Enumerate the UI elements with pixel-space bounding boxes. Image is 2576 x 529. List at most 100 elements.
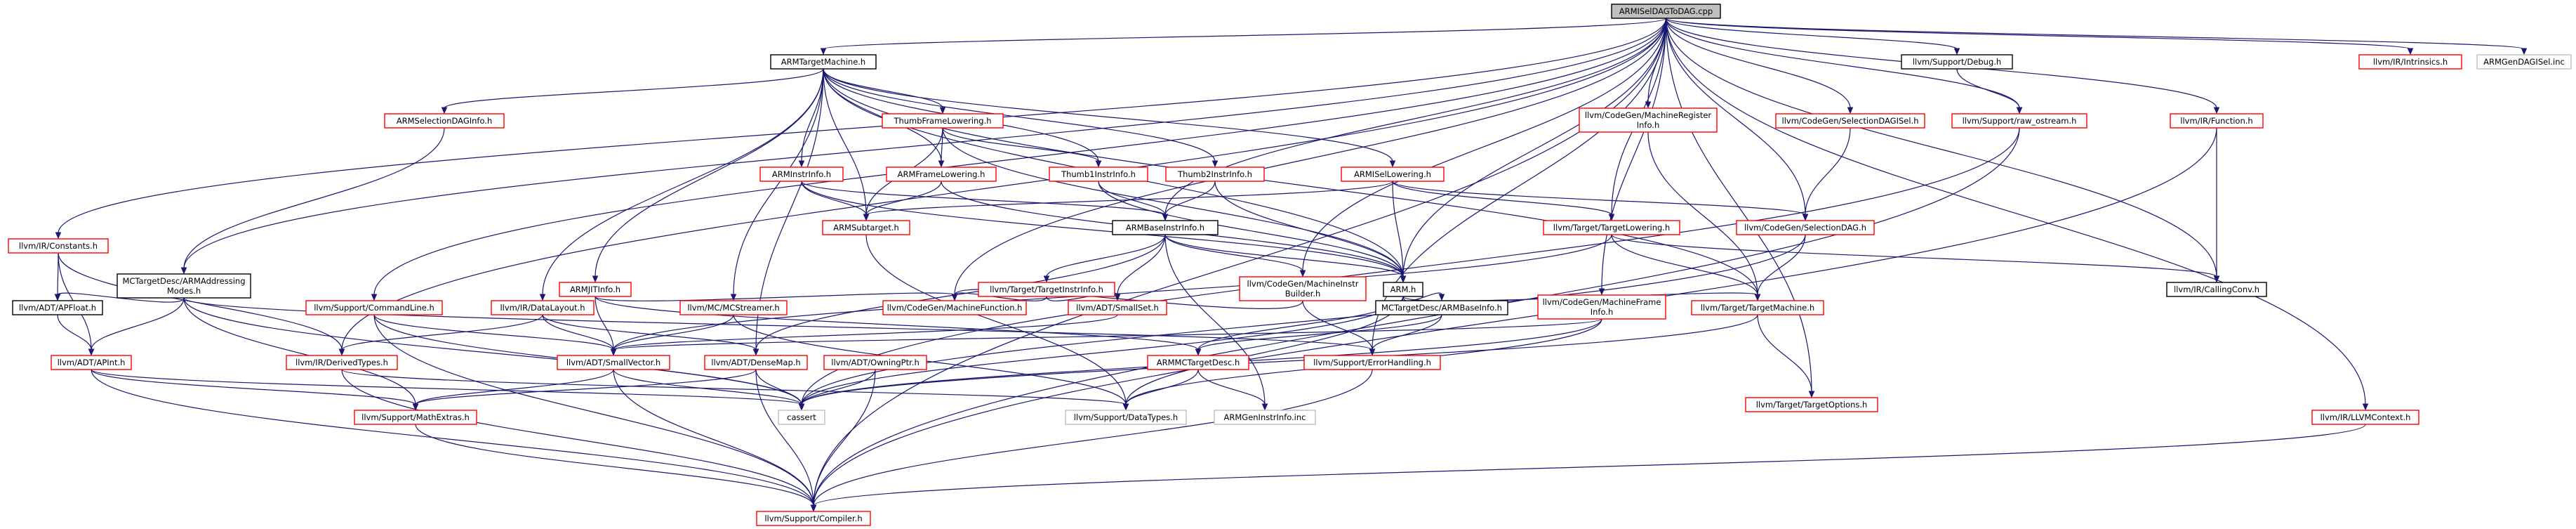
- node-label: llvm/ADT/APInt.h: [58, 358, 126, 367]
- node-llvm-ir-derivedtypes-h[interactable]: llvm/IR/DerivedTypes.h: [286, 355, 398, 370]
- node-label: ARMTargetMachine.h: [781, 57, 865, 67]
- node-llvm-target-targetinstrinfo-h[interactable]: llvm/Target/TargetInstrInfo.h: [978, 282, 1115, 297]
- node-llvm-ir-function-h[interactable]: llvm/IR/Function.h: [2170, 113, 2264, 129]
- edge-mcstreamer-to-smallvector: [610, 314, 734, 356]
- node-llvm-adt-apint-h[interactable]: llvm/ADT/APInt.h: [51, 355, 132, 370]
- edge-mibuilder-to-cgmf: [951, 289, 1303, 309]
- edge-arrowhead: [1043, 275, 1050, 283]
- node-mctargetdesc-armbaseinfo-h[interactable]: MCTargetDesc/ARMBaseInfo.h: [1375, 300, 1508, 315]
- node-label: llvm/CodeGen/SelectionDAGISel.h: [1782, 116, 1919, 126]
- node-arm-h[interactable]: ARM.h: [1383, 282, 1423, 297]
- node-box: [1383, 282, 1423, 297]
- node-llvm-support-debug-h[interactable]: llvm/Support/Debug.h: [1901, 54, 2013, 70]
- node-box: [823, 355, 927, 370]
- node-llvm-mc-mcstreamer-h[interactable]: llvm/MC/MCStreamer.h: [679, 300, 788, 315]
- node-armframelowering-h[interactable]: ARMFrameLowering.h: [886, 166, 997, 182]
- edge-datalayout-to-derivedtypes: [338, 314, 543, 356]
- edge-root-to-intrin: [1665, 18, 2414, 55]
- node-label: llvm/Target/TargetLowering.h: [1553, 223, 1670, 233]
- edge-root-to-cgseldagisel: [1665, 18, 1854, 115]
- node-label: llvm/Target/TargetInstrInfo.h: [990, 285, 1103, 294]
- node-llvm-codegen-selectiondag-h[interactable]: llvm/CodeGen/SelectionDAG.h: [1736, 220, 1875, 235]
- node-box: [882, 300, 1027, 315]
- node-llvm-codegen-machinefunction-h[interactable]: llvm/CodeGen/MachineFunction.h: [882, 300, 1027, 315]
- node-box: [1537, 294, 1666, 320]
- node-llvm-support-raw-ostream-h[interactable]: llvm/Support/raw_ostream.h: [1951, 113, 2087, 129]
- node-llvm-adt-smallset-h[interactable]: llvm/ADT/SmallSet.h: [1068, 300, 1167, 315]
- edge-arminstrinfo-to-armsubtarget: [801, 181, 870, 221]
- edge-arrowhead: [1808, 391, 1815, 398]
- node-label: llvm/Support/Debug.h: [1913, 57, 2001, 67]
- node-llvm-adt-smallvector-h[interactable]: llvm/ADT/SmallVector.h: [557, 355, 670, 370]
- node-llvm-adt-apfloat-h[interactable]: llvm/ADT/APFloat.h: [12, 300, 103, 315]
- node-label: llvm/IR/Function.h: [2180, 116, 2252, 126]
- node-armmctargetdesc-h[interactable]: ARMMCTargetDesc.h: [1147, 355, 1249, 370]
- node-label: Thumb2InstrInfo.h: [1177, 169, 1252, 179]
- node-box: [117, 273, 251, 299]
- edge-smallset-to-smallvector: [610, 314, 1118, 356]
- edge-arrowhead: [371, 294, 378, 301]
- node-armjitinfo-h[interactable]: ARMJITInfo.h: [559, 282, 632, 297]
- node-label: llvm/IR/Constants.h: [19, 241, 98, 251]
- edge-root-to-commandline: [371, 18, 1667, 301]
- node-llvm-ir-constants-h[interactable]: llvm/IR/Constants.h: [8, 238, 109, 254]
- edge-arrowhead: [1608, 214, 1615, 221]
- node-box: [1736, 220, 1875, 235]
- node-box: [704, 355, 808, 370]
- edge-root-to-irconstants: [55, 18, 1667, 240]
- node-armselectiondaginfo-h[interactable]: ARMSelectionDAGInfo.h: [384, 113, 505, 129]
- edge-root-to-mfinfo: [1598, 18, 1667, 296]
- node-box: [2170, 113, 2264, 129]
- node-box: [1579, 107, 1718, 133]
- node-llvm-support-commandline-h[interactable]: llvm/Support/CommandLine.h: [305, 300, 443, 315]
- node-llvm-ir-callingconv-h[interactable]: llvm/IR/CallingConv.h: [2166, 282, 2267, 297]
- node-box: [557, 355, 670, 370]
- edge-arrowhead: [752, 348, 759, 356]
- node-thumb1instrinfo-h[interactable]: Thumb1InstrInfo.h: [1049, 166, 1148, 182]
- node-armisellowering-h[interactable]: ARMISelLowering.h: [1341, 166, 1445, 182]
- node-label: llvm/CodeGen/MachineRegister: [1585, 110, 1712, 120]
- edge-apint-to-compiler: [91, 369, 817, 512]
- node-box: [2476, 54, 2572, 70]
- node-llvm-ir-intrinsics-h[interactable]: llvm/IR/Intrinsics.h: [2358, 54, 2462, 70]
- node-llvm-ir-llvmcontext-h[interactable]: llvm/IR/LLVMContext.h: [2311, 410, 2419, 425]
- edge-arrowhead: [1802, 214, 1809, 221]
- node-label: llvm/IR/DataLayout.h: [500, 303, 585, 313]
- node-cassert: cassert: [778, 410, 825, 425]
- node-llvm-support-errorhandling-h[interactable]: llvm/Support/ErrorHandling.h: [1303, 355, 1441, 370]
- node-label: Info.h: [1637, 120, 1660, 130]
- node-llvm-codegen-selectiondagisel-h[interactable]: llvm/CodeGen/SelectionDAGISel.h: [1775, 113, 1925, 129]
- node-thumbframelowering-h[interactable]: ThumbFrameLowering.h: [882, 113, 1004, 129]
- edge-thumbframe-to-armh: [942, 127, 1407, 283]
- node-llvm-target-targetoptions-h[interactable]: llvm/Target/TargetOptions.h: [1745, 397, 1878, 412]
- node-box: [491, 300, 595, 315]
- node-arminstrinfo-h[interactable]: ARMInstrInfo.h: [759, 166, 844, 182]
- edge-arrowhead: [1095, 160, 1102, 168]
- edge-armtm-to-thumb2: [823, 68, 1219, 168]
- node-llvm-target-targetlowering-h[interactable]: llvm/Target/TargetLowering.h: [1543, 220, 1680, 235]
- node-llvm-support-mathextras-h[interactable]: llvm/Support/MathExtras.h: [354, 410, 477, 425]
- node-llvm-adt-densemap-h[interactable]: llvm/ADT/DenseMap.h: [704, 355, 808, 370]
- node-armtargetmachine-h[interactable]: ARMTargetMachine.h: [770, 54, 877, 70]
- edge-root-to-gendagisel: [1665, 18, 2528, 55]
- node-thumb2instrinfo-h[interactable]: Thumb2InstrInfo.h: [1165, 166, 1265, 182]
- node-label: llvm/ADT/DenseMap.h: [711, 358, 800, 367]
- node-armbaseinstrinfo-h[interactable]: ARMBaseInstrInfo.h: [1112, 220, 1219, 235]
- node-label: Modes.h: [167, 286, 201, 296]
- edge-armbaseinstr-to-ttargetinstr: [1043, 234, 1166, 283]
- node-box: [384, 113, 505, 129]
- edge-cgseldagisel-to-cgseldag: [1802, 127, 1851, 221]
- node-label: llvm/ADT/OwningPtr.h: [831, 358, 919, 367]
- edge-thumb2-to-armh: [1214, 181, 1407, 283]
- node-llvm-target-targetmachine-h[interactable]: llvm/Target/TargetMachine.h: [1691, 300, 1824, 315]
- node-llvm-ir-datalayout-h[interactable]: llvm/IR/DataLayout.h: [491, 300, 595, 315]
- node-llvm-adt-owningptr-h[interactable]: llvm/ADT/OwningPtr.h: [823, 355, 927, 370]
- node-armiseldagtodag-cpp[interactable]: ARMISelDAGToDAG.cpp: [1611, 4, 1721, 19]
- node-label: llvm/Support/CommandLine.h: [314, 303, 434, 313]
- node-armsubtarget-h[interactable]: ARMSubtarget.h: [822, 220, 910, 235]
- node-llvm-support-compiler-h[interactable]: llvm/Support/Compiler.h: [756, 511, 871, 526]
